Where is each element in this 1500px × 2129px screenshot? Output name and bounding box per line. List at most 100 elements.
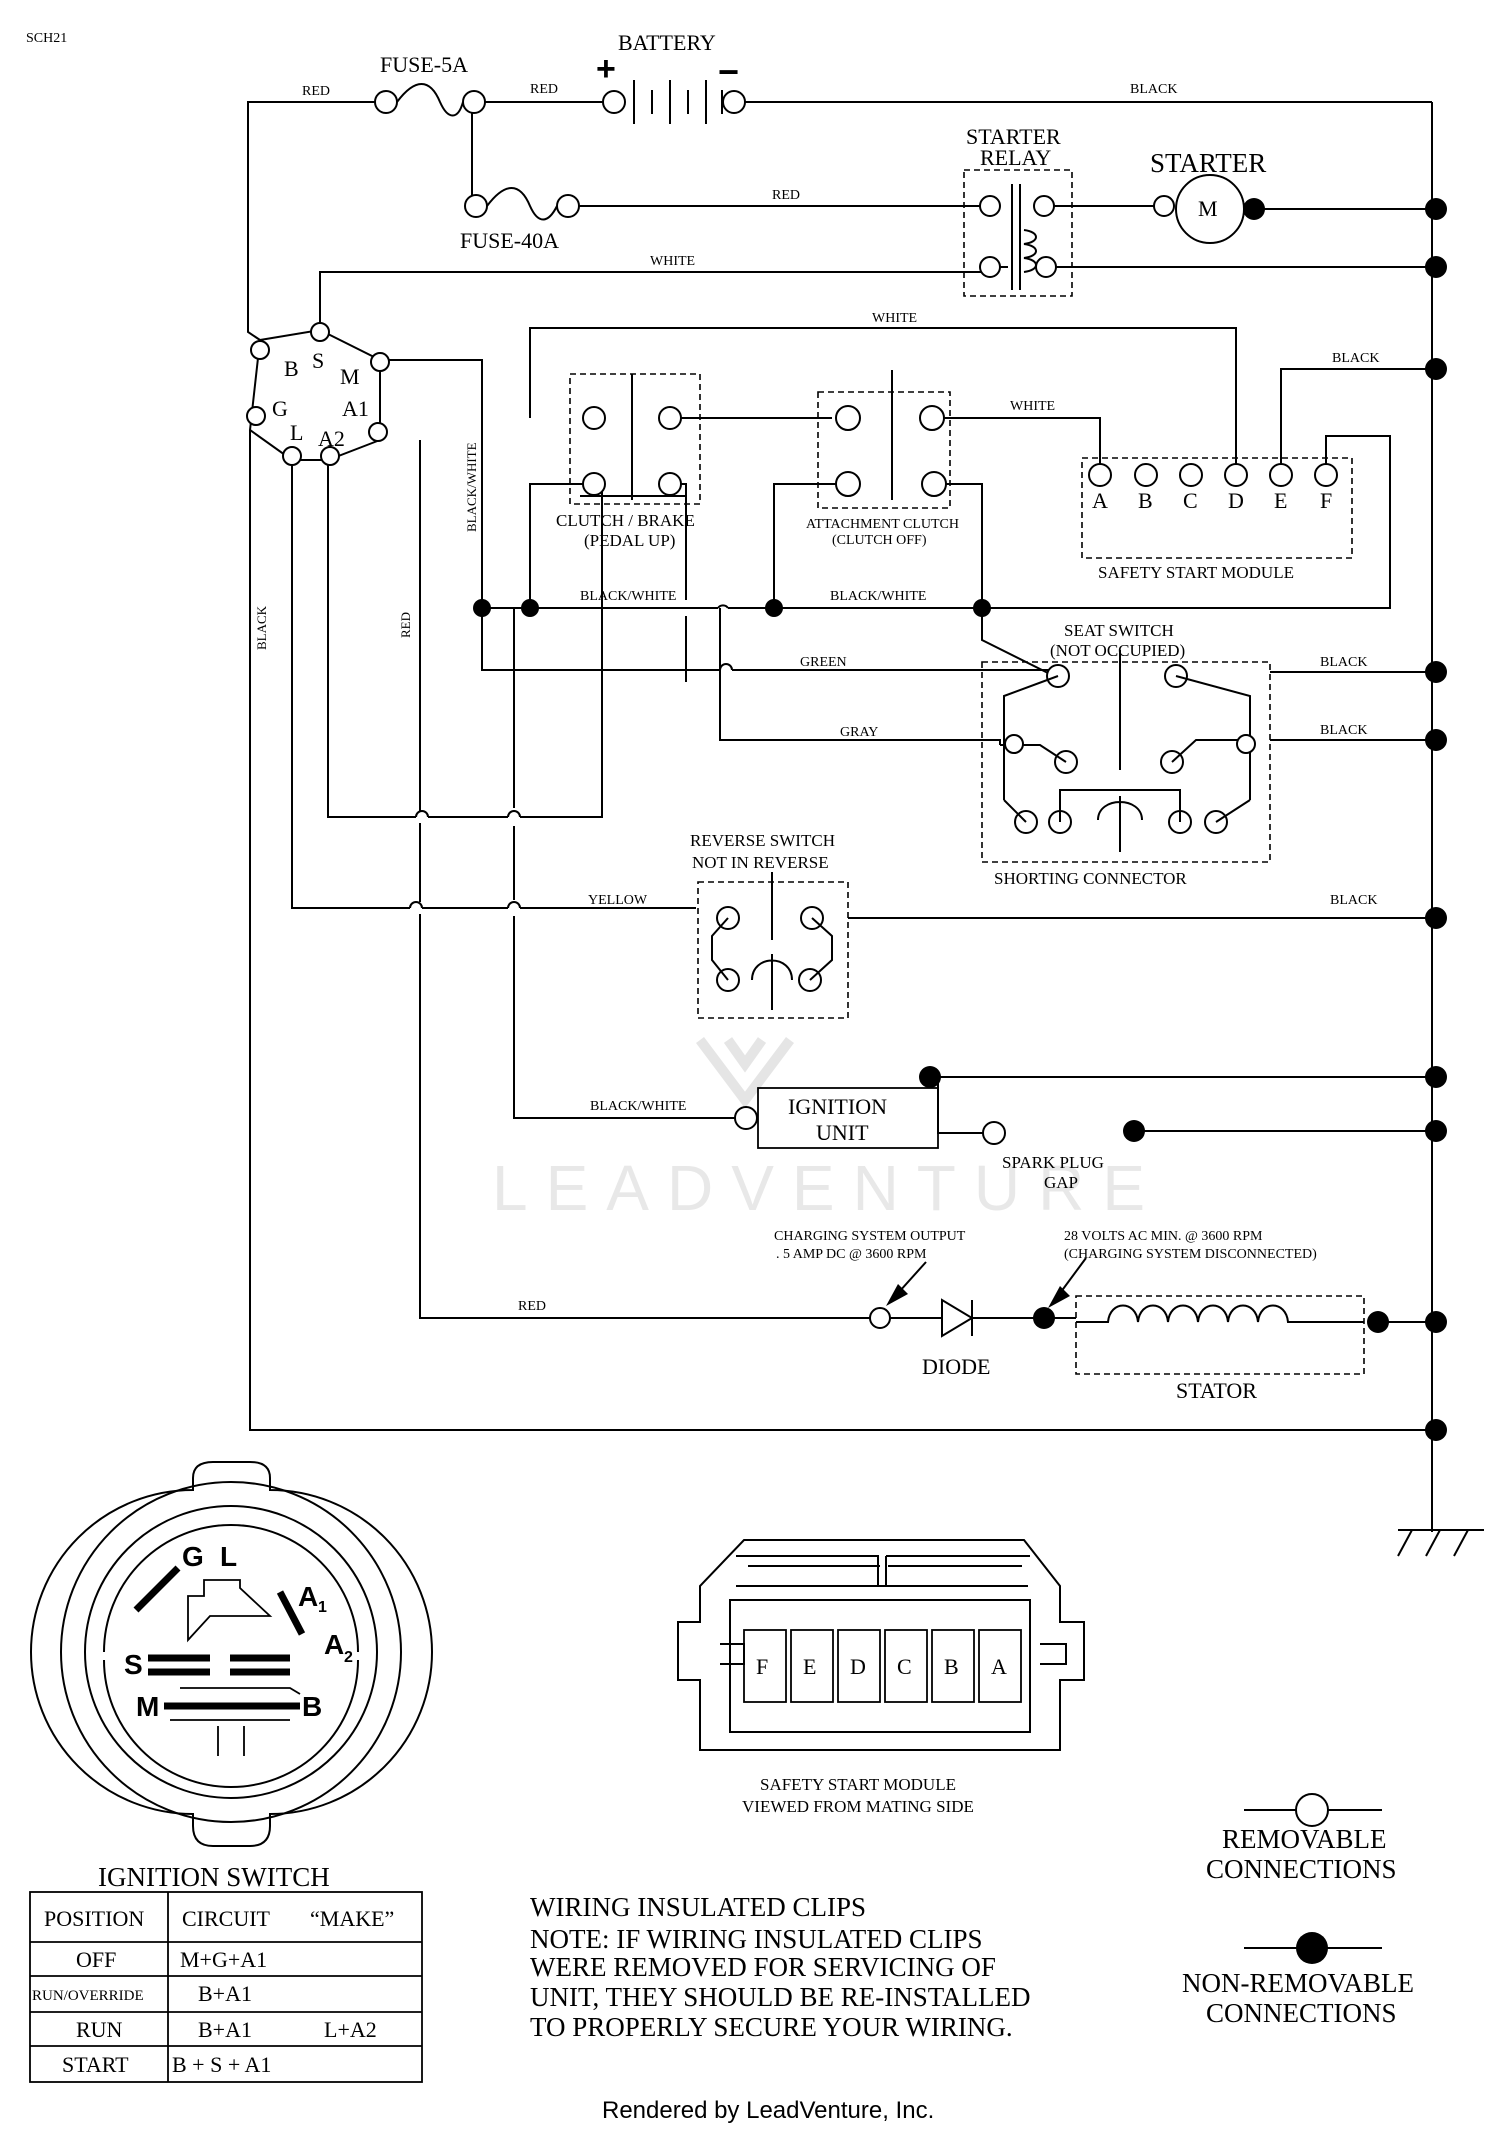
attachment-clutch-switch: ATTACHMENT CLUTCH (CLUTCH OFF): [806, 370, 959, 548]
connector-pin-label: C: [897, 1654, 912, 1679]
seat-label-1: SEAT SWITCH: [1064, 621, 1174, 640]
ign-term-a1: A1: [342, 396, 369, 421]
battery-minus: −: [718, 51, 739, 92]
attach-label-1: ATTACHMENT CLUTCH: [806, 517, 959, 532]
footer-credit: Rendered by LeadVenture, Inc.: [602, 2097, 934, 2124]
ignition-switch-title: IGNITION SWITCH: [98, 1862, 330, 1892]
ignition-switch-terminals: B S M G A1 L A2: [246, 322, 390, 466]
ssm-pin-c: C: [1183, 488, 1198, 513]
wire-label-red: RED: [398, 612, 413, 638]
table-row-extra: L+A2: [324, 2017, 377, 2042]
connector-caption-1: SAFETY START MODULE: [760, 1775, 956, 1794]
charging-label-1: CHARGING SYSTEM OUTPUT: [774, 1229, 966, 1244]
fuse-40a-label: FUSE-40A: [460, 228, 559, 253]
notes-line: NOTE: IF WIRING INSULATED CLIPS: [530, 1924, 983, 1954]
table-header-circuit: CIRCUIT: [182, 1906, 271, 1931]
ign-term-s: S: [312, 348, 324, 373]
table-row-position: OFF: [76, 1947, 116, 1972]
wire-label-black: BLACK: [1320, 655, 1367, 670]
ignition-switch-face: G L A 1 A 2 S M B IGNITION SWITCH: [30, 1461, 433, 1892]
ssm-pin-a: A: [1092, 488, 1108, 513]
sw-term-a1: A: [298, 1581, 318, 1612]
connector-pin-label: A: [991, 1654, 1007, 1679]
connector-pin: [931, 1629, 975, 1703]
wire-label-red: RED: [530, 82, 558, 97]
connector-pin: [790, 1629, 834, 1703]
ssm-label: SAFETY START MODULE: [1098, 563, 1294, 582]
wiring-notes: WIRING INSULATED CLIPS NOTE: IF WIRING I…: [530, 1892, 1031, 2042]
wire-label-gray: GRAY: [840, 725, 878, 740]
starter-relay-label-1: STARTER: [966, 124, 1061, 149]
clutch-label-1: CLUTCH / BRAKE: [556, 511, 695, 530]
reverse-label-1: REVERSE SWITCH: [690, 831, 835, 850]
spark-label-2: GAP: [1044, 1173, 1078, 1192]
sw-term-a2-sub: 2: [344, 1649, 353, 1666]
wire-label-black-white: BLACK/WHITE: [464, 442, 479, 532]
notes-line: UNIT, THEY SHOULD BE RE-INSTALLED: [530, 1982, 1031, 2012]
shorting-connector-label: SHORTING CONNECTOR: [994, 869, 1187, 888]
spark-plug: SPARK PLUG GAP: [1002, 1120, 1145, 1192]
table-row-circuit: B+A1: [198, 1981, 252, 2006]
junction-dots: [473, 198, 1447, 1441]
watermark-text: LEADVENTURE: [492, 1152, 1163, 1224]
charging-circuit: CHARGING SYSTEM OUTPUT . 5 AMP DC @ 3600…: [774, 1229, 1389, 1403]
connector-caption-2: VIEWED FROM MATING SIDE: [742, 1797, 974, 1816]
starter-relay: STARTER RELAY: [963, 124, 1073, 297]
stator-note-1: 28 VOLTS AC MIN. @ 3600 RPM: [1064, 1229, 1263, 1244]
wire-label-red: RED: [518, 1299, 546, 1314]
ssm-pin-d: D: [1228, 488, 1244, 513]
connector-pin-label: D: [850, 1654, 866, 1679]
battery: BATTERY + −: [596, 30, 746, 124]
ign-term-m: M: [340, 364, 360, 389]
connector-pin: [837, 1629, 881, 1703]
sw-term-a2: A: [324, 1629, 344, 1660]
ssm-pin-e: E: [1274, 488, 1287, 513]
fuse-40a: FUSE-40A: [460, 187, 580, 253]
battery-label: BATTERY: [618, 30, 716, 55]
starter-relay-label-2: RELAY: [980, 145, 1051, 170]
table-row-circuit: B+A1: [198, 2017, 252, 2042]
notes-line: TO PROPERLY SECURE YOUR WIRING.: [530, 2012, 1013, 2042]
seat-label-2: (NOT OCCUPIED): [1050, 641, 1185, 660]
ign-term-b: B: [284, 356, 299, 381]
wire-crossovers: [409, 604, 733, 909]
ign-term-a2: A2: [318, 426, 345, 451]
legend: REMOVABLE CONNECTIONS NON-REMOVABLE CONN…: [1182, 1793, 1414, 2028]
connector-pin: [978, 1629, 1022, 1703]
notes-title: WIRING INSULATED CLIPS: [530, 1892, 866, 1922]
ignition-switch-table: POSITION CIRCUIT “MAKE” OFF M+G+A1 RUN/O…: [29, 1891, 423, 2083]
diode-label: DIODE: [922, 1354, 990, 1379]
fuse-5a-label: FUSE-5A: [380, 52, 468, 77]
table-row-circuit: B + S + A1: [172, 2052, 271, 2077]
starter-label: STARTER: [1150, 148, 1266, 178]
wire-label-black: BLACK: [1320, 723, 1367, 738]
table-row-circuit: M+G+A1: [180, 1947, 267, 1972]
ignition-unit-label-2: UNIT: [816, 1120, 869, 1145]
stator-note-2: (CHARGING SYSTEM DISCONNECTED): [1064, 1247, 1317, 1262]
watermark: LEADVENTURE: [492, 1037, 1163, 1224]
connector-pin-label: B: [944, 1654, 959, 1679]
charging-label-2: . 5 AMP DC @ 3600 RPM: [776, 1247, 927, 1262]
sw-term-s: S: [124, 1649, 143, 1680]
battery-plus: +: [596, 50, 616, 88]
wire-label-black-white: BLACK/WHITE: [830, 589, 926, 604]
wire-label-black: BLACK: [1330, 893, 1377, 908]
non-removable-connection-icon: [1296, 1932, 1328, 1964]
wire-label-black-white: BLACK/WHITE: [590, 1099, 686, 1114]
wire-label-black: BLACK: [1130, 82, 1177, 97]
ign-term-l: L: [290, 420, 303, 445]
legend-removable-1: REMOVABLE: [1222, 1824, 1387, 1854]
notes-line: WERE REMOVED FOR SERVICING OF: [530, 1952, 996, 1982]
sw-term-m: M: [136, 1691, 159, 1722]
stator-label: STATOR: [1176, 1378, 1257, 1403]
wire-label-red: RED: [772, 188, 800, 203]
sw-term-g: G: [182, 1541, 204, 1572]
connector-pins: F E D C B A: [743, 1629, 1022, 1703]
ssm-connector: F E D C B A SAFETY START MODULE VIEWED F…: [677, 1539, 1085, 1816]
wire-label-black: BLACK: [254, 605, 269, 650]
sw-term-l: L: [220, 1541, 237, 1572]
spark-label-1: SPARK PLUG: [1002, 1153, 1104, 1172]
attach-label-2: (CLUTCH OFF): [832, 533, 927, 548]
doc-code: SCH21: [26, 31, 67, 46]
